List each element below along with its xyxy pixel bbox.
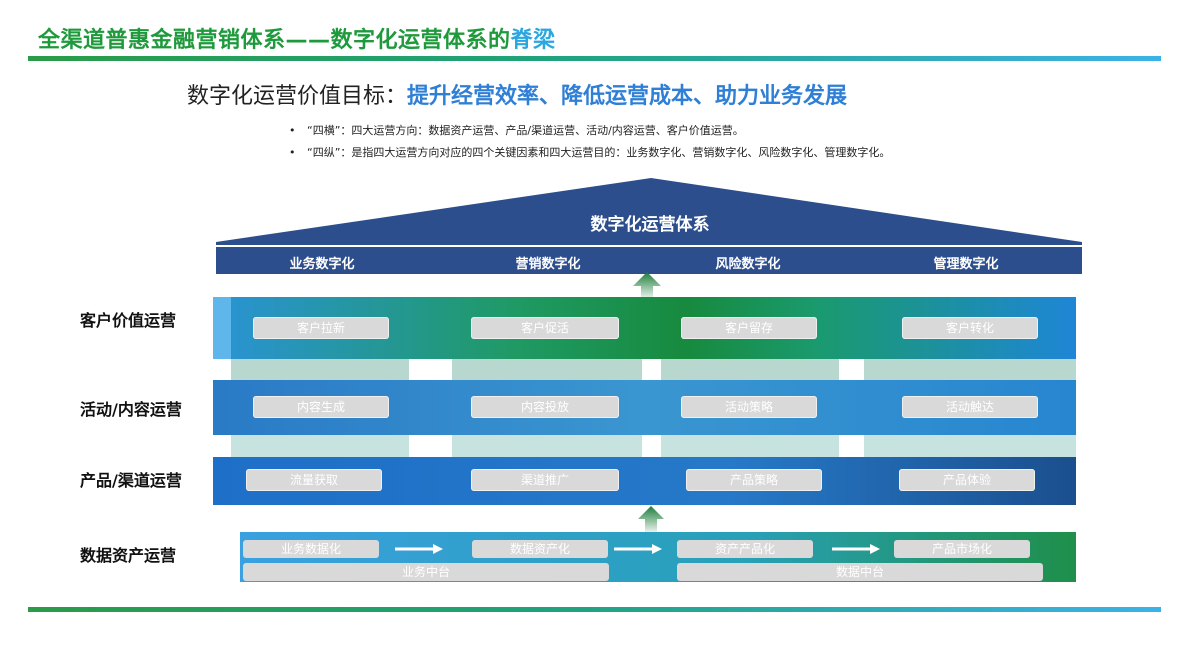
page-title: 全渠道普惠金融营销体系——数字化运营体系的脊梁 [38, 22, 556, 54]
item-pill: 活动策略 [681, 396, 817, 418]
right-arrow-icon [832, 544, 880, 554]
item-pill: 客户拉新 [253, 317, 389, 339]
up-arrow-icon [638, 506, 664, 532]
roof-shape [216, 178, 1082, 274]
pillar-label: 风险数字化 [715, 257, 781, 272]
row-label: 数据资产运营 [80, 546, 177, 565]
item-pill: 数据资产化 [472, 540, 608, 558]
item-pill: 产品体验 [899, 469, 1035, 491]
page-title-main: 全渠道普惠金融营销体系——数字化运营体系的 [38, 28, 511, 53]
bullet-item: •“四纵”：是指四大运营方向对应的四个关键因素和四大运营目的：业务数字化、营销数… [289, 146, 891, 159]
row-label: 活动/内容运营 [80, 400, 182, 419]
value-goal-subtitle: 数字化运营价值目标：提升经营效率、降低运营成本、助力业务发展 [187, 78, 847, 110]
platform-business: 业务中台 [243, 563, 609, 581]
gap-strip [231, 435, 409, 457]
pillar-label: 营销数字化 [515, 257, 581, 272]
item-pill: 内容投放 [471, 396, 619, 418]
pillar-label: 业务数字化 [289, 257, 355, 272]
pillar-label: 管理数字化 [933, 257, 999, 272]
subtitle-strong: 提升经营效率、降低运营成本、助力业务发展 [407, 84, 848, 109]
item-pill: 资产产品化 [677, 540, 813, 558]
gap-strip [864, 435, 1076, 457]
item-pill: 客户促活 [471, 317, 619, 339]
row-label: 客户价值运营 [80, 311, 177, 330]
item-pill: 客户转化 [902, 317, 1038, 339]
page-title-highlight: 脊梁 [510, 28, 556, 53]
item-pill: 流量获取 [246, 469, 382, 491]
item-pill: 内容生成 [253, 396, 389, 418]
subtitle-lead: 数字化运营价值目标： [187, 84, 408, 109]
platform-data: 数据中台 [677, 563, 1043, 581]
gap-strip [661, 359, 839, 380]
bullet-text: “四纵”：是指四大运营方向对应的四个关键因素和四大运营目的：业务数字化、营销数字… [307, 146, 891, 159]
bullet-item: •“四横”：四大运营方向：数据资产运营、产品/渠道运营、活动/内容运营、客户价值… [289, 124, 744, 137]
bullet-list: •“四横”：四大运营方向：数据资产运营、产品/渠道运营、活动/内容运营、客户价值… [289, 122, 890, 166]
gap-strip [452, 435, 642, 457]
gap-strip [231, 359, 409, 380]
up-arrow-icon [633, 272, 661, 298]
bullet-text: “四横”：四大运营方向：数据资产运营、产品/渠道运营、活动/内容运营、客户价值运… [307, 124, 744, 137]
item-pill: 活动触达 [902, 396, 1038, 418]
gap-strip [661, 435, 839, 457]
item-pill: 产品策略 [686, 469, 822, 491]
row-label: 产品/渠道运营 [80, 471, 182, 490]
right-arrow-icon [614, 544, 662, 554]
item-pill: 业务数据化 [243, 540, 379, 558]
item-pill: 产品市场化 [894, 540, 1030, 558]
item-pill: 渠道推广 [471, 469, 619, 491]
right-arrow-icon [395, 544, 443, 554]
gap-strip [864, 359, 1076, 380]
roof-title: 数字化运营体系 [590, 215, 710, 235]
bottom-divider [28, 607, 1161, 612]
item-pill: 客户留存 [681, 317, 817, 339]
row-band-accent [213, 297, 231, 359]
top-divider [28, 56, 1161, 61]
gap-strip [452, 359, 642, 380]
